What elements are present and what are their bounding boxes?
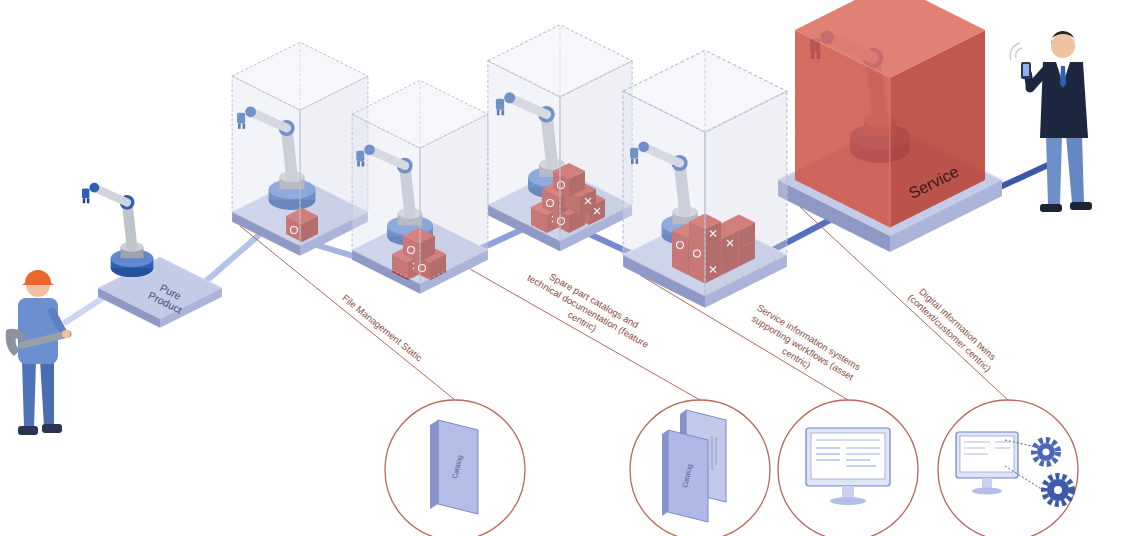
glass-box <box>232 42 368 246</box>
stage-caption: File Management Static <box>339 292 424 364</box>
book-cover <box>668 430 708 522</box>
screen-line <box>964 442 990 443</box>
glass-box <box>488 25 632 241</box>
detail-circle <box>778 400 918 536</box>
screen-line <box>816 447 840 448</box>
screen-line <box>964 454 988 455</box>
worker-leg <box>40 360 54 426</box>
service-cube-face <box>795 0 985 78</box>
circle-2 <box>630 400 770 536</box>
book-text-lines <box>712 436 716 470</box>
man-hair <box>1051 31 1075 44</box>
station <box>623 50 787 307</box>
monitor <box>956 432 1018 478</box>
screen-line <box>816 459 840 460</box>
pure-product-station <box>82 183 222 328</box>
worker-body <box>18 298 58 364</box>
worker-figure <box>6 270 70 435</box>
screen-line <box>816 439 880 440</box>
phone <box>1021 62 1031 79</box>
man-leg <box>1066 135 1084 203</box>
man-leg <box>1046 135 1062 205</box>
man-head <box>1051 34 1075 58</box>
gear <box>1037 443 1055 461</box>
worker-arm <box>52 312 64 334</box>
gear <box>1047 479 1069 501</box>
monitor-screen <box>811 433 885 479</box>
monitor-stand <box>830 497 866 505</box>
glass-box <box>352 80 488 284</box>
stage-caption: Service information systems supporting w… <box>738 299 868 396</box>
screen-line <box>846 453 880 454</box>
detail-circle <box>630 400 770 536</box>
worker-boot <box>18 426 38 435</box>
stage-caption: Spare part catalogs and technical docume… <box>518 261 657 361</box>
circle-3 <box>778 400 918 536</box>
glass-box <box>623 50 787 296</box>
wifi-signal <box>1016 48 1022 58</box>
detail-circle <box>938 400 1078 536</box>
gear <box>1044 476 1072 504</box>
robot-arm <box>82 183 153 277</box>
screen-line <box>846 447 880 448</box>
station <box>352 80 488 293</box>
screen-line <box>846 465 876 466</box>
stage-caption: Digital information twins (context/custo… <box>896 274 1011 383</box>
wrench-jaw <box>6 329 26 356</box>
station <box>488 25 632 252</box>
monitor-stand <box>972 488 1002 495</box>
monitor <box>806 428 890 486</box>
man-shoe <box>1070 202 1092 210</box>
man-shoe <box>1040 204 1062 212</box>
text-line <box>716 437 717 465</box>
gear-hole <box>1043 449 1050 456</box>
book-spine <box>662 430 668 516</box>
screen-line <box>964 448 985 449</box>
phone-screen <box>1023 64 1029 76</box>
book-spine <box>430 420 438 509</box>
station <box>232 42 368 255</box>
screen-line <box>995 448 1010 449</box>
detail-circle <box>385 400 525 536</box>
man-tie <box>1060 66 1066 88</box>
worker-leg <box>22 360 36 428</box>
service-cube-edge <box>890 78 891 228</box>
dotted-link <box>1005 440 1036 447</box>
wrench <box>22 334 68 345</box>
gear-hole <box>1054 486 1062 494</box>
service-cube-edge <box>795 30 985 78</box>
screen-line <box>846 459 870 460</box>
screen-content <box>816 440 880 466</box>
screen-line <box>816 453 840 454</box>
book-cover <box>438 420 478 514</box>
service-station <box>778 0 1002 252</box>
screen-content <box>964 442 1010 454</box>
worker-hand <box>62 330 70 338</box>
worker-boot <box>42 424 62 433</box>
circle-4 <box>938 400 1078 536</box>
conveyor-bar <box>205 236 258 282</box>
worker-helmet <box>22 270 54 285</box>
circle-1 <box>385 400 525 536</box>
gear <box>1034 440 1058 464</box>
wifi-signal <box>1010 43 1020 60</box>
text-line <box>712 436 713 470</box>
screen-line <box>995 442 1010 443</box>
businessman-figure <box>1010 31 1092 212</box>
dotted-link <box>1005 466 1046 492</box>
